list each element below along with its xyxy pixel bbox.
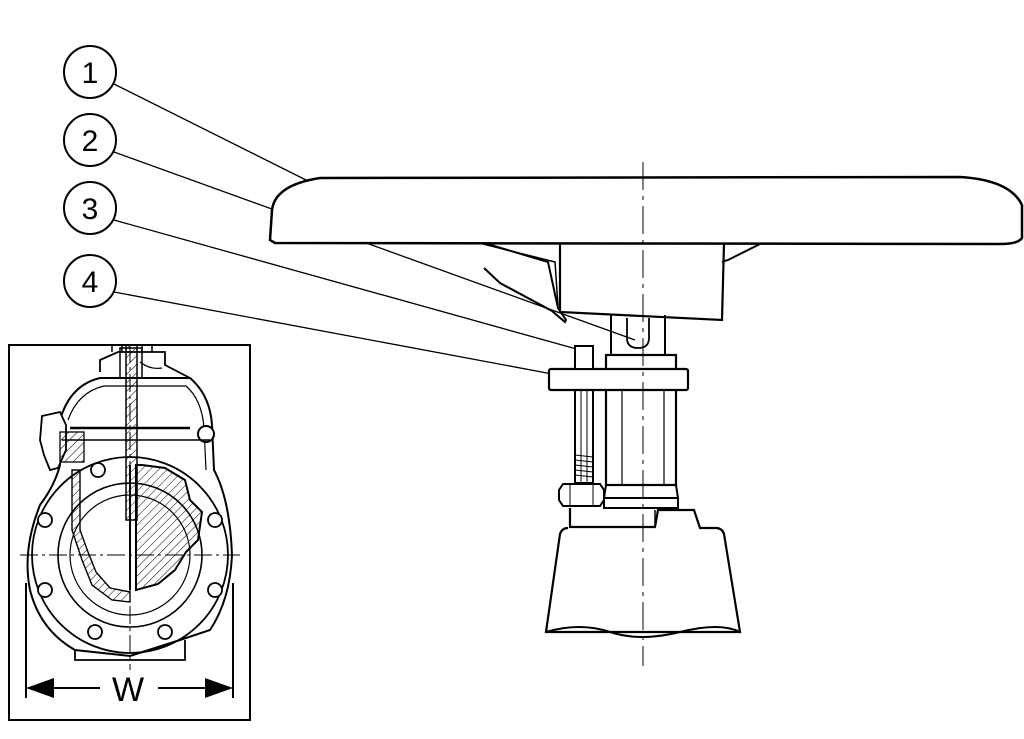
callout-4-label: 4: [82, 266, 99, 299]
callout-4: 4: [63, 254, 117, 308]
stop-bolt-shank: [574, 389, 594, 484]
stem-housing: [604, 353, 678, 487]
handwheel-assembly: [268, 175, 1024, 638]
break-line: [545, 626, 741, 638]
operating-nut: [610, 315, 666, 356]
handwheel-spoke-left: [483, 242, 568, 324]
leader-line-3: [113, 219, 581, 351]
callout-3-label: 3: [82, 193, 99, 226]
flange-bolt-holes: [37, 462, 223, 640]
callout-2-label: 2: [82, 125, 99, 158]
leader-line-4: [113, 291, 564, 377]
callout-2: 2: [63, 113, 117, 167]
indicator-plate: [547, 367, 690, 392]
callout-3: 3: [63, 181, 117, 235]
gate-wedge: [135, 464, 204, 592]
dimension-label-w: W: [112, 671, 144, 709]
callout-1-label: 1: [82, 57, 99, 90]
valve-body-outline: [26, 377, 234, 658]
handwheel-spoke-right: [721, 242, 763, 263]
handwheel-hub: [558, 242, 726, 322]
handwheel-rim: [268, 175, 1024, 246]
leader-line-1: [113, 83, 319, 187]
valve-section-inset: W: [8, 344, 251, 721]
callout-1: 1: [63, 45, 117, 99]
stop-bolt-head: [574, 345, 594, 370]
stop-bolt-nut: [558, 483, 605, 507]
